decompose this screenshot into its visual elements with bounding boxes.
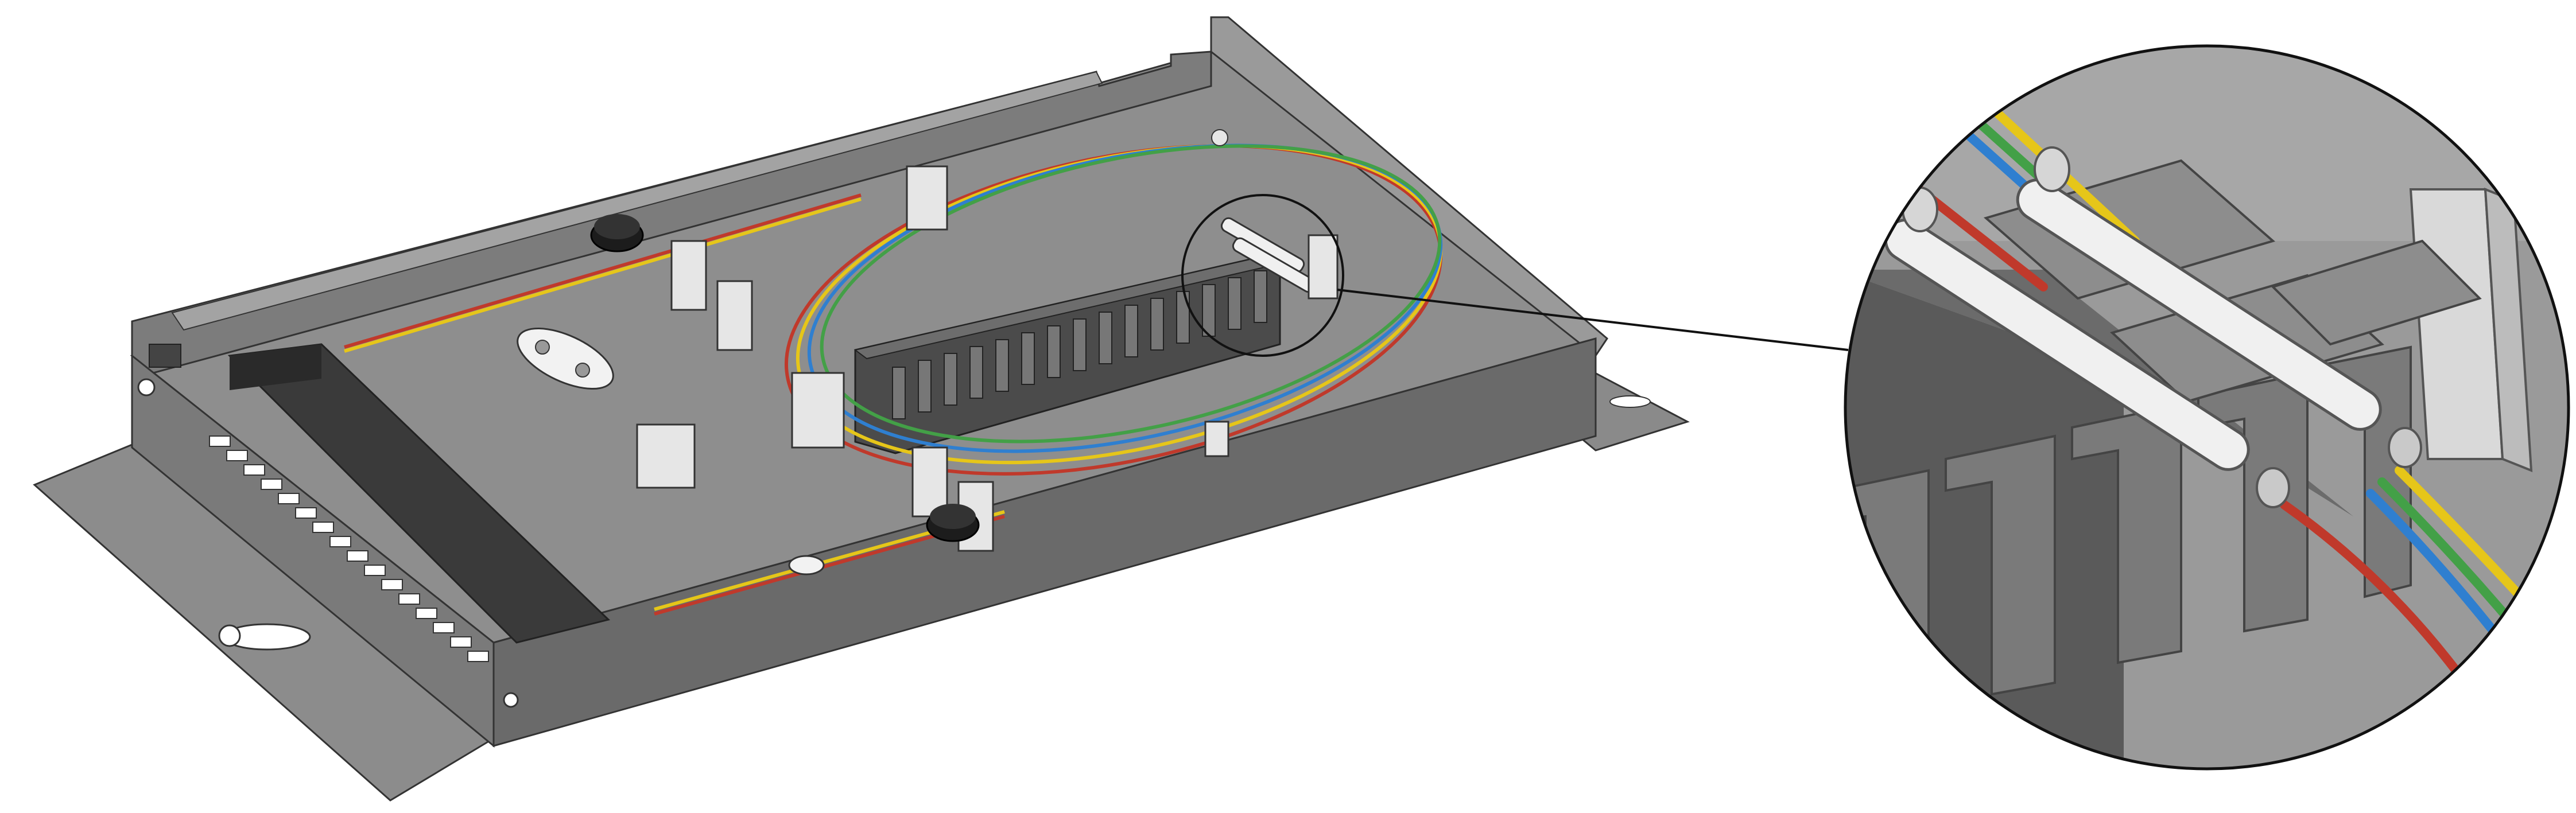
back-wall-top — [171, 71, 1103, 331]
magnifier-callout-icon — [1844, 44, 2570, 771]
callout-leader — [1337, 289, 1849, 351]
left-wall — [131, 353, 495, 748]
callout-circle — [1181, 194, 1344, 357]
vent-slots — [209, 435, 489, 662]
keyhole-slot-icon — [218, 623, 311, 651]
mounting-knob-icon — [590, 214, 980, 542]
back-wall — [131, 50, 1212, 380]
splice-sleeves — [1220, 217, 1317, 293]
fastener-plate — [517, 327, 825, 575]
fiber-splice-tray-icon — [33, 16, 1849, 802]
splice-protection-sleeves — [1884, 178, 2382, 471]
